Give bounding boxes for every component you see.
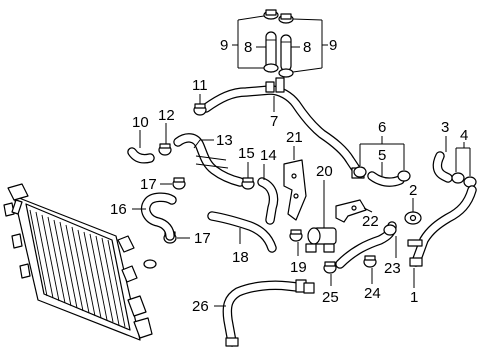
callout-4: 4 xyxy=(460,127,468,144)
callout-25: 25 xyxy=(322,289,339,306)
part-16-hose xyxy=(140,192,177,241)
callout-7: 7 xyxy=(270,113,278,130)
part-19-clamp xyxy=(289,229,303,242)
callout-18: 18 xyxy=(232,249,249,266)
part-14-hose xyxy=(257,177,279,225)
callout-20: 20 xyxy=(316,163,333,180)
callout-9-left: 9 xyxy=(220,37,228,54)
callout-14: 14 xyxy=(260,147,277,164)
callout-24: 24 xyxy=(364,285,381,302)
callout-11: 11 xyxy=(192,77,208,94)
part-2-fitting xyxy=(404,211,422,225)
part-13-hose xyxy=(173,133,245,187)
part-5-hose xyxy=(353,166,411,187)
leader-lines xyxy=(132,15,471,307)
part-23-hose xyxy=(335,221,397,269)
part-4-clamps xyxy=(451,172,477,188)
callout-2: 2 xyxy=(409,182,417,199)
part-15-clamp xyxy=(241,177,255,190)
part-12-clamp xyxy=(158,143,172,156)
part-21-bracket xyxy=(283,159,307,221)
callout-23: 23 xyxy=(384,260,401,277)
part-20-pump xyxy=(305,227,337,253)
callouts: 9 8 8 9 11 7 10 12 13 15 14 21 17 16 17 … xyxy=(110,37,468,315)
callout-17-upper: 17 xyxy=(140,176,157,193)
part-8-hoses xyxy=(265,31,292,73)
callout-16: 16 xyxy=(110,201,127,218)
part-22-bracket xyxy=(335,199,367,223)
part-1-hose xyxy=(407,185,477,267)
part-24-clamp xyxy=(363,255,377,268)
part-7-upper-pipe xyxy=(201,77,365,179)
callout-8-right: 8 xyxy=(303,39,311,56)
callout-13: 13 xyxy=(216,132,233,149)
part-18-hose xyxy=(207,211,277,253)
part-10-hose xyxy=(127,147,155,164)
callout-15: 15 xyxy=(238,145,255,162)
callout-26: 26 xyxy=(192,298,209,315)
part-26-lower-pipe xyxy=(222,279,315,347)
callout-12: 12 xyxy=(158,107,175,124)
callout-8-left: 8 xyxy=(244,39,252,56)
part-3-hose xyxy=(432,151,453,183)
part-9-clamps xyxy=(263,9,294,78)
part-11-clamp xyxy=(193,103,207,116)
radiator xyxy=(3,183,157,341)
callout-22: 22 xyxy=(362,213,379,230)
callout-17-lower: 17 xyxy=(194,230,211,247)
part-17-clamp-upper xyxy=(172,177,186,190)
callout-5: 5 xyxy=(378,147,386,164)
callout-21: 21 xyxy=(286,129,303,146)
callout-9-right: 9 xyxy=(329,37,337,54)
callout-19: 19 xyxy=(290,259,307,276)
callout-10: 10 xyxy=(132,114,149,131)
callout-3: 3 xyxy=(441,119,449,136)
part-25-clamp xyxy=(323,261,337,274)
callout-1: 1 xyxy=(410,289,418,306)
callout-6: 6 xyxy=(378,119,386,136)
